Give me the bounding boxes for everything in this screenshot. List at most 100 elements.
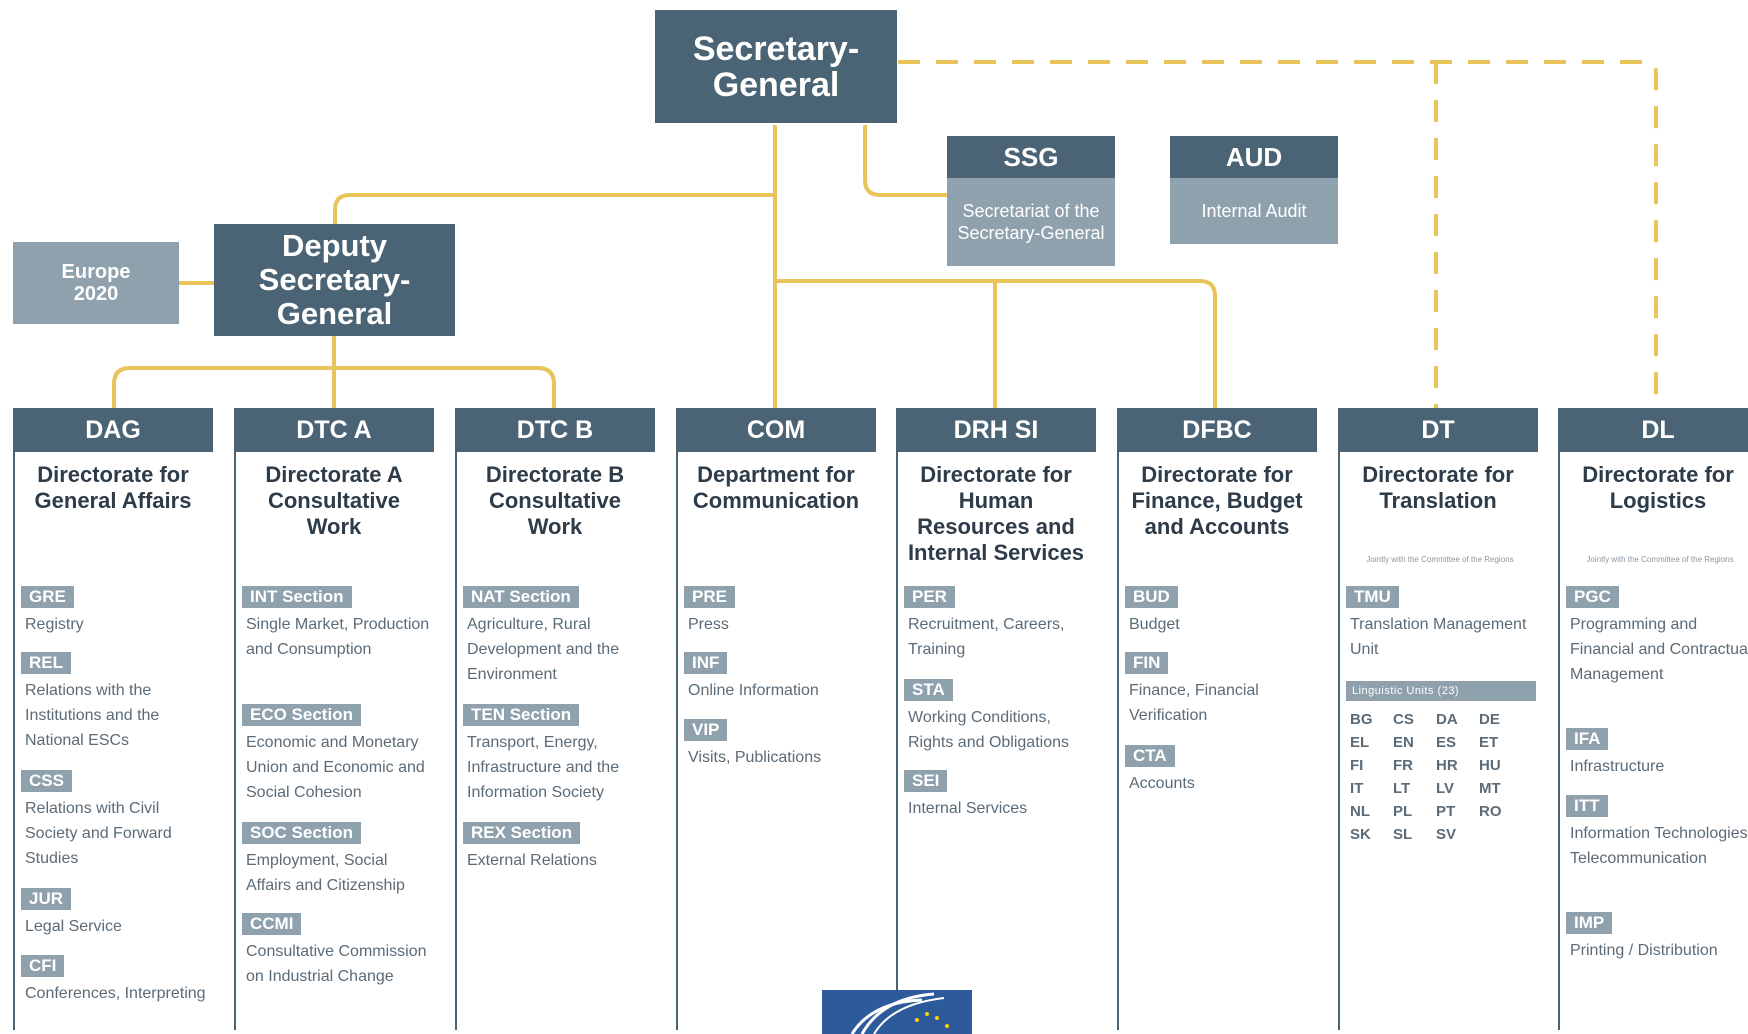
unit-tag: ITT	[1566, 795, 1608, 817]
directorate-edge	[1117, 452, 1119, 1030]
directorate-edge	[13, 452, 15, 1030]
unit-description: Visits, Publications	[688, 749, 822, 766]
language-code: SK	[1350, 826, 1371, 843]
unit-description: Infrastructure	[1570, 758, 1665, 775]
directorate-code: DFBC	[1117, 408, 1317, 452]
language-code: CS	[1393, 711, 1414, 728]
language-code: EN	[1393, 734, 1414, 751]
directorate-title: Directorate B Consultative Work	[485, 462, 625, 539]
directorate-code: DRH SI	[896, 408, 1096, 452]
eesc-logo	[822, 990, 972, 1034]
ssg-box: SSG Secretariat of the Secretary-General	[947, 136, 1115, 266]
unit-tag: GRE	[21, 586, 74, 608]
language-code: NL	[1350, 803, 1370, 820]
unit-tag: PRE	[684, 586, 735, 608]
unit-description: Working Conditions, Rights and Obligatio…	[908, 709, 1069, 751]
unit-description: External Relations	[467, 852, 597, 869]
language-code: FI	[1350, 757, 1364, 774]
directorate-title: Directorate for General Affairs	[34, 462, 192, 513]
secretary-general-label: Secretary- General	[692, 29, 860, 104]
unit-tag: SOC Section	[242, 822, 361, 844]
language-code: LT	[1393, 780, 1411, 797]
unit-description: Accounts	[1129, 775, 1195, 792]
unit-description: Relations with the Institutions and the …	[25, 682, 160, 749]
unit-description: Agriculture, Rural Development and the E…	[467, 616, 620, 683]
directorate-title: Department for Communication	[692, 462, 860, 513]
directorate-dfbc: DFBC Directorate for Finance, Budget and …	[1117, 408, 1317, 1034]
europe-2020-box: Europe 2020	[13, 242, 179, 324]
deputy-secretary-general-box: Deputy Secretary-General	[214, 224, 455, 336]
unit-tag: NAT Section	[463, 586, 579, 608]
language-code: FR	[1393, 757, 1413, 774]
directorate-title: Directorate for Human Resources and Inte…	[907, 462, 1085, 565]
language-code: HR	[1436, 757, 1458, 774]
directorate-title: Directorate for Logistics	[1582, 462, 1734, 513]
language-code: DE	[1479, 711, 1500, 728]
language-code: LV	[1436, 780, 1455, 797]
connector-sg-drh	[775, 279, 1217, 408]
unit-tag: STA	[904, 679, 953, 701]
unit-description: Internal Services	[908, 800, 1028, 817]
connector-sg-deputy	[333, 193, 775, 224]
connector-deputy-dag	[112, 366, 334, 408]
unit-tag: INT Section	[242, 586, 352, 608]
language-code: RO	[1479, 803, 1502, 820]
linguistic-units-bar: Linguistic Units (23)	[1346, 681, 1536, 701]
directorate-edge	[676, 452, 678, 1030]
aud-code: AUD	[1170, 136, 1338, 178]
directorate-title: Directorate for Finance, Budget and Acco…	[1131, 462, 1303, 539]
unit-tag: BUD	[1125, 586, 1178, 608]
directorate-code: DT	[1338, 408, 1538, 452]
directorate-title: Directorate for Translation	[1362, 462, 1514, 513]
ssg-name: Secretariat of the Secretary-General	[947, 178, 1115, 266]
aud-box: AUD Internal Audit	[1170, 136, 1338, 244]
unit-tag: TEN Section	[463, 704, 580, 726]
unit-description: Economic and Monetary Union and Economic…	[246, 734, 425, 801]
unit-description: Printing / Distribution	[1570, 942, 1718, 959]
unit-description: Budget	[1129, 616, 1180, 633]
directorate-code: DTC A	[234, 408, 434, 452]
europe-2020-label: Europe 2020	[61, 261, 131, 305]
unit-tag: TMU	[1346, 586, 1399, 608]
unit-description: Press	[688, 616, 729, 633]
unit-tag: REX Section	[463, 822, 581, 844]
directorate-note: Jointly with the Committee of the Region…	[1586, 555, 1734, 564]
unit-description: Information Technologies, Telecommunicat…	[1570, 825, 1748, 867]
aud-name: Internal Audit	[1170, 178, 1338, 244]
directorate-title: Directorate A Consultative Work	[265, 462, 403, 539]
deputy-secretary-general-label: Deputy Secretary-General	[258, 228, 411, 331]
unit-tag: IMP	[1566, 912, 1613, 934]
connector-deputy-dtcb	[334, 366, 556, 408]
language-code: MT	[1479, 780, 1501, 797]
directorate-drh-si: DRH SI Directorate for Human Resources an…	[896, 408, 1096, 1034]
unit-description: Programming and Financial and Contractua…	[1570, 616, 1748, 683]
unit-description: Relations with Civil Society and Forward…	[25, 800, 172, 867]
unit-tag: INF	[684, 652, 728, 674]
directorate-code: DAG	[13, 408, 213, 452]
unit-tag: PGC	[1566, 586, 1619, 608]
unit-tag: SEI	[904, 770, 948, 792]
unit-description: Registry	[25, 616, 84, 633]
unit-description: Translation Management Unit	[1350, 616, 1527, 658]
unit-description: Single Market, Production and Consumptio…	[246, 616, 430, 658]
unit-tag: REL	[21, 652, 71, 674]
unit-description: Conferences, Interpreting	[25, 985, 206, 1002]
unit-description: Finance, Financial Verification	[1129, 682, 1259, 724]
language-code: BG	[1350, 711, 1373, 728]
directorate-edge	[896, 452, 898, 1030]
unit-description: Recruitment, Careers, Training	[908, 616, 1065, 658]
language-code: ES	[1436, 734, 1457, 751]
language-code: SV	[1436, 826, 1457, 843]
directorate-code: DTC B	[455, 408, 655, 452]
directorate-note: Jointly with the Committee of the Region…	[1366, 555, 1514, 564]
unit-tag: CFI	[21, 955, 65, 977]
unit-description: Employment, Social Affairs and Citizensh…	[246, 852, 405, 894]
language-code: EL	[1350, 734, 1370, 751]
unit-description: Transport, Energy, Infrastructure and th…	[467, 734, 620, 801]
connector-sg-ssg	[863, 125, 948, 197]
